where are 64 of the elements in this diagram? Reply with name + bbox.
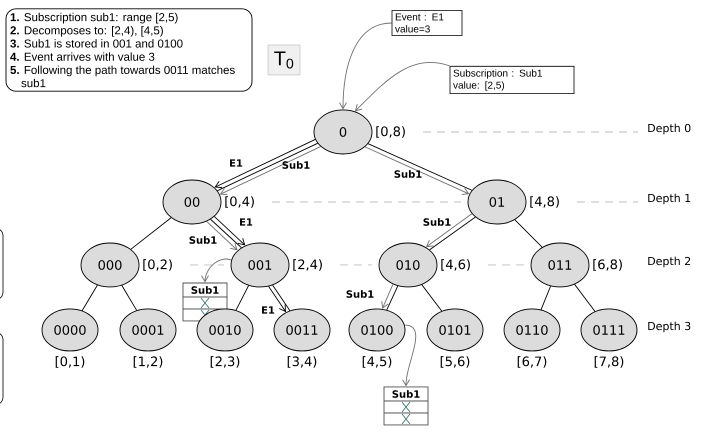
tree-node: 010 bbox=[378, 242, 438, 288]
edge-label: Sub1 bbox=[394, 170, 422, 178]
tree-node: 0 bbox=[314, 110, 372, 154]
path-arrow bbox=[381, 284, 394, 309]
callout-arrow bbox=[402, 324, 416, 387]
interval-label: [2,3) bbox=[210, 356, 240, 368]
tree-edge bbox=[236, 285, 249, 311]
tree-edge bbox=[421, 284, 442, 312]
interval-label: [5,6) bbox=[440, 356, 470, 368]
tree-node: 0011 bbox=[274, 308, 330, 352]
interval-label: [0,8) bbox=[374, 125, 408, 139]
edge-label: Sub1 bbox=[424, 218, 451, 226]
depth-label: Depth 1 bbox=[648, 194, 690, 204]
label-box: T$_{0}$ bbox=[268, 44, 300, 76]
interval-label: [7,8) bbox=[594, 356, 624, 368]
edge-label: E1 bbox=[230, 159, 242, 167]
edge-label: E1 bbox=[262, 306, 274, 314]
callout-box: Subscription : Sub1 value: [2,5) bbox=[450, 66, 574, 94]
interval-label: [0,2) bbox=[141, 258, 174, 272]
interval-label: [3,4) bbox=[288, 356, 316, 368]
depth-label: Depth 0 bbox=[648, 124, 690, 134]
edge-label: Sub1 bbox=[190, 236, 217, 244]
edge-label: Sub1 bbox=[282, 161, 310, 169]
tree-node: 00 bbox=[162, 180, 222, 224]
interval-label: [4,8) bbox=[528, 195, 562, 209]
depth-label: Depth 2 bbox=[648, 256, 690, 268]
callout-arrow bbox=[201, 258, 232, 283]
tree-node: 0110 bbox=[504, 308, 560, 352]
tree-node: 0101 bbox=[426, 308, 484, 352]
interval-label: [4,6) bbox=[439, 258, 472, 272]
path-arrow bbox=[206, 221, 238, 250]
tree-node: 011 bbox=[530, 242, 590, 288]
tree-node: 0010 bbox=[196, 308, 254, 352]
callout-arrow bbox=[354, 62, 450, 112]
path-arrow bbox=[268, 286, 286, 312]
note-box: 1. Subscription sub1: range [2,5) 2. Decomposes to: [2,4), [4,5) 3. Sub1 is stored in 001 and 0100 4. Event arrives with value 3 5. Following the path towards 0011 matches sub1 bbox=[6, 8, 252, 92]
interval-label: [4,5) bbox=[362, 356, 392, 368]
tree-edge bbox=[540, 286, 551, 310]
interval-label: [2,4) bbox=[291, 258, 324, 272]
tree-edge bbox=[130, 217, 172, 250]
tree-edge bbox=[514, 219, 543, 248]
interval-label: [6,7) bbox=[518, 356, 546, 368]
tree-edge bbox=[574, 284, 596, 312]
subscription-table: Sub1 bbox=[384, 386, 428, 426]
interval-label: [0,1) bbox=[56, 356, 84, 368]
tree-edge bbox=[386, 286, 398, 310]
interval-label: [1,2) bbox=[134, 356, 162, 368]
callout-box: Event : E1 value=3 bbox=[392, 10, 462, 36]
depth-label: Depth 3 bbox=[648, 322, 690, 332]
callout-arrow bbox=[339, 22, 392, 110]
tree-node: 000 bbox=[80, 242, 140, 288]
edge-label: Sub1 bbox=[346, 290, 374, 298]
tree-edge bbox=[82, 284, 98, 312]
tree-edge bbox=[272, 284, 290, 312]
tree-node: 0001 bbox=[120, 308, 176, 352]
tree-node: 0111 bbox=[580, 308, 638, 352]
tree-node: 0000 bbox=[42, 308, 98, 352]
interval-label: [6,8) bbox=[591, 258, 624, 272]
tree-node: 001 bbox=[230, 242, 290, 288]
interval-label: [0,4) bbox=[223, 195, 256, 209]
tree-edge bbox=[121, 285, 138, 311]
tree-node: 01 bbox=[468, 180, 526, 224]
tree-node: 0100 bbox=[348, 308, 406, 352]
edge-label: E1 bbox=[240, 218, 252, 226]
